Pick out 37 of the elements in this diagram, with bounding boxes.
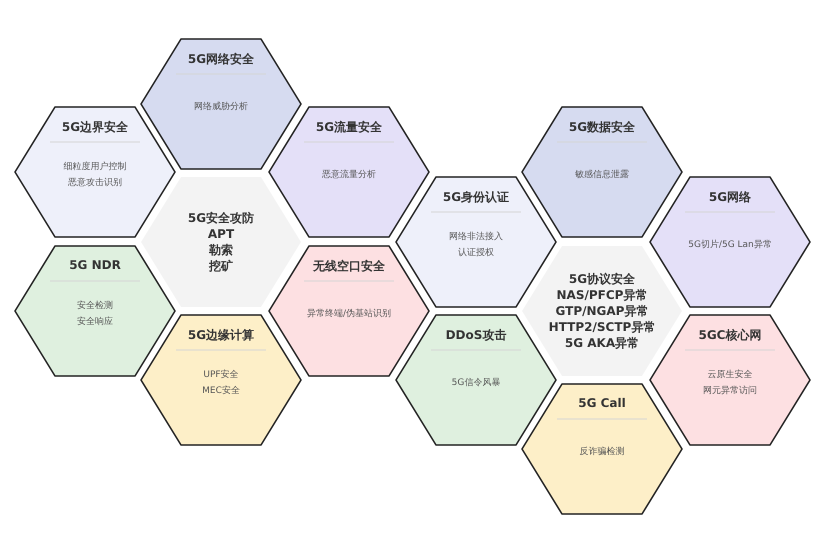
tile-text: 5G AKA异常 bbox=[564, 335, 640, 351]
tile-text: 恶意攻击识别 bbox=[67, 176, 123, 189]
tile-title: 5G安全攻防 bbox=[186, 210, 256, 226]
tile-title: 5GC核心网 bbox=[697, 327, 762, 344]
tile-text: 云原生安全 bbox=[706, 368, 754, 381]
tile-title: 5G协议安全 bbox=[568, 271, 636, 287]
tile-text: 安全响应 bbox=[76, 316, 114, 328]
tile-text: 5G切片/5G Lan异常 bbox=[687, 238, 773, 251]
tile-text: 认证授权 bbox=[457, 246, 495, 259]
tile-text: 5G信令风暴 bbox=[450, 376, 502, 389]
tile-text: UPF安全 bbox=[202, 368, 240, 381]
tile-title: 5G边缘计算 bbox=[186, 327, 256, 344]
tile-title: 5G边界安全 bbox=[60, 119, 130, 136]
tile-text: 反诈骗检测 bbox=[578, 446, 626, 458]
tile-text: GTP/NGAP异常 bbox=[554, 303, 650, 319]
tile-title: 5G网络 bbox=[708, 189, 752, 206]
tile-text: 安全检测 bbox=[76, 300, 114, 312]
tile-text: 细粒度用户控制 bbox=[62, 160, 128, 173]
tile-text: 勒索 bbox=[208, 242, 234, 258]
tile-title: 5G网络安全 bbox=[186, 51, 256, 68]
tile-text: HTTP2/SCTP异常 bbox=[548, 319, 656, 335]
tile-text: 网络非法接入 bbox=[448, 230, 504, 243]
tile-text: 异常终端/伪基站识别 bbox=[306, 308, 392, 320]
tile-title: 5G数据安全 bbox=[568, 119, 636, 136]
tile-title: 5G流量安全 bbox=[314, 119, 384, 136]
tile-text: 挖矿 bbox=[208, 258, 234, 274]
tile-text: MEC安全 bbox=[201, 384, 241, 397]
tile-title: 5G NDR bbox=[68, 258, 122, 272]
tile-text: 网络威胁分析 bbox=[193, 100, 249, 113]
tile-text: APT bbox=[206, 226, 236, 242]
tile-title: 5G身份认证 bbox=[442, 189, 510, 206]
tile-text: 网元异常访问 bbox=[702, 384, 758, 397]
tile-text: 恶意流量分析 bbox=[321, 168, 377, 181]
tile-title: 无线空口安全 bbox=[312, 258, 386, 275]
tile-text: NAS/PFCP异常 bbox=[556, 287, 648, 303]
tile-text: 敏感信息泄露 bbox=[574, 168, 630, 181]
tile-title: 5G Call bbox=[577, 396, 627, 410]
